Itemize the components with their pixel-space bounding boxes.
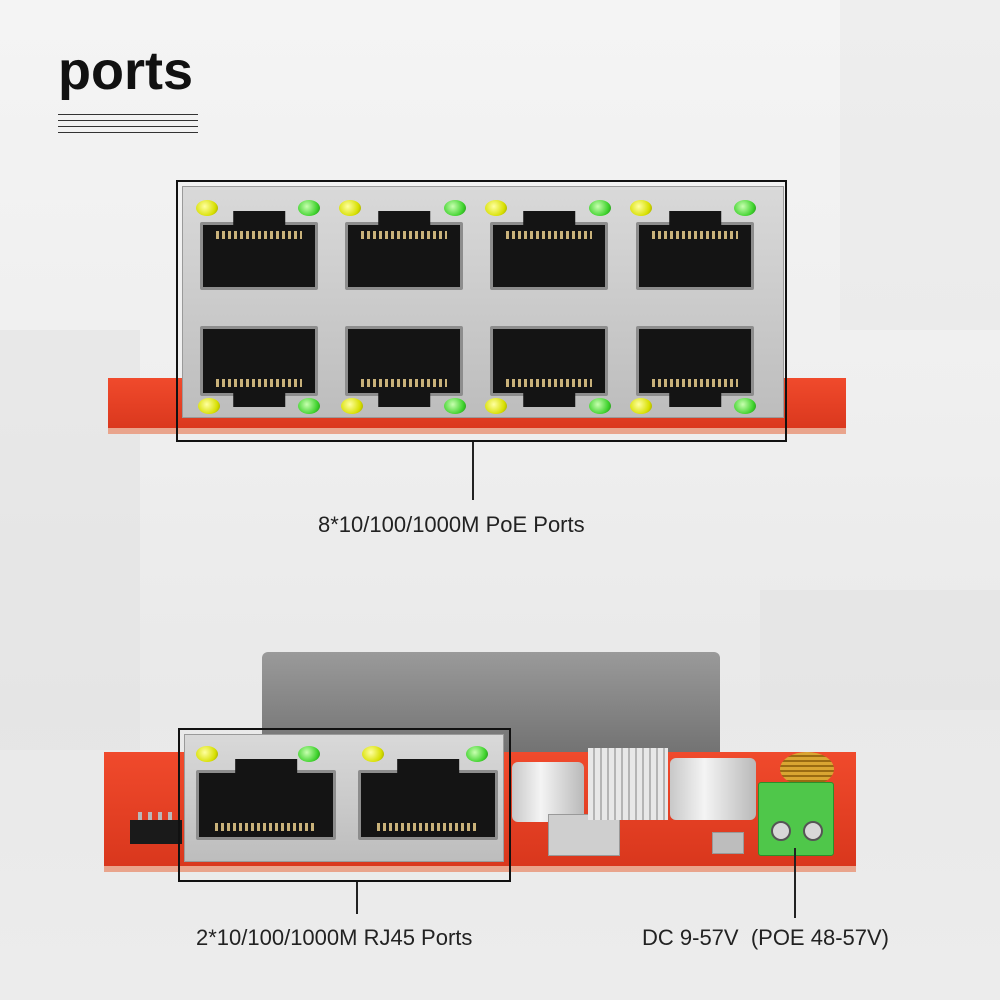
capacitor: [670, 758, 756, 820]
led-green: [466, 746, 488, 762]
led-yellow: [630, 200, 652, 216]
led-yellow: [485, 398, 507, 414]
poe-port-4: [636, 211, 754, 290]
capacitor: [512, 762, 584, 822]
led-green: [734, 398, 756, 414]
inductor-coil: [780, 752, 834, 786]
poe-port-7: [490, 326, 608, 407]
poe-port-6: [345, 326, 463, 407]
page-title: ports: [58, 41, 193, 101]
led-green: [298, 746, 320, 762]
rj45-port-1: [196, 759, 336, 840]
mini-heatsink: [588, 748, 668, 820]
led-yellow: [198, 398, 220, 414]
power-terminal-block: [758, 782, 834, 856]
led-yellow: [362, 746, 384, 762]
poe-ports-highlight-frame: [176, 180, 787, 442]
led-yellow: [630, 398, 652, 414]
power-callout-line: [794, 848, 796, 918]
rj45-ports-callout-line: [356, 882, 358, 914]
led-yellow: [341, 398, 363, 414]
rj45-ports-highlight-frame: [178, 728, 511, 882]
led-green: [444, 398, 466, 414]
led-yellow: [196, 746, 218, 762]
led-green: [589, 398, 611, 414]
rj45-port-2: [358, 759, 498, 840]
led-green: [298, 398, 320, 414]
power-caption: DC 9-57V (POE 48-57V): [642, 925, 889, 950]
component: [712, 832, 744, 854]
led-green: [589, 200, 611, 216]
led-green: [298, 200, 320, 216]
poe-port-3: [490, 211, 608, 290]
poe-ports-callout-line: [472, 442, 474, 500]
chip: [548, 814, 620, 856]
poe-port-5: [200, 326, 318, 407]
pin-header: [130, 812, 182, 844]
poe-port-1: [200, 211, 318, 290]
led-yellow: [485, 200, 507, 216]
led-yellow: [339, 200, 361, 216]
poe-ports-caption: 8*10/100/1000M PoE Ports: [318, 512, 585, 537]
led-yellow: [196, 200, 218, 216]
led-green: [444, 200, 466, 216]
poe-port-8: [636, 326, 754, 407]
poe-port-2: [345, 211, 463, 290]
rj45-ports-caption: 2*10/100/1000M RJ45 Ports: [196, 925, 473, 950]
background-shape: [840, 0, 1000, 330]
led-green: [734, 200, 756, 216]
title-underline: [58, 114, 198, 138]
background-shape: [760, 590, 1000, 710]
